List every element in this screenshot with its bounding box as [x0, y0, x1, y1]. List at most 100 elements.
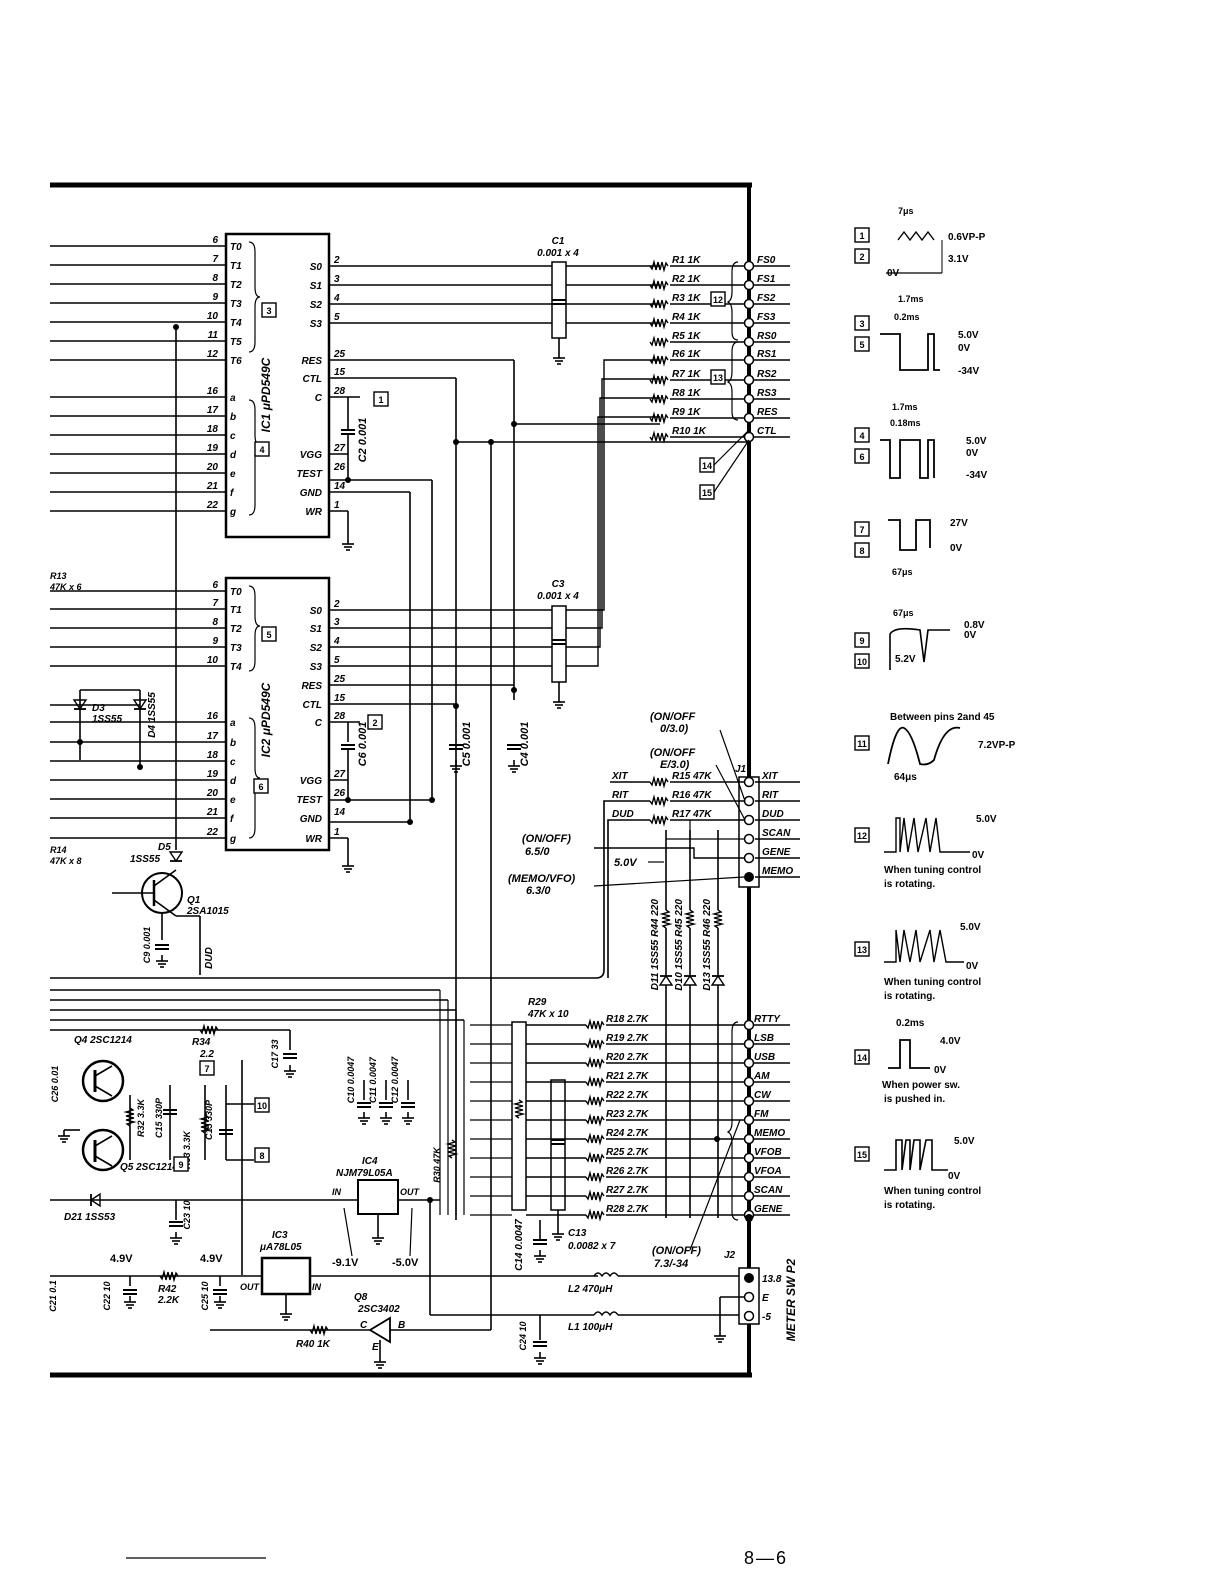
resistor-label-r3: R3 1K — [672, 293, 701, 304]
ic1-pin-number: 6 — [212, 235, 218, 246]
marker-5: 5 — [266, 630, 271, 640]
j2-pin-label: -5 — [762, 1312, 771, 1323]
ic2-pin-number: 27 — [333, 769, 346, 780]
wave-label: 0.6VP-P — [948, 232, 986, 243]
resistor-r30 — [445, 1139, 459, 1159]
r40-label: R40 1K — [296, 1339, 331, 1350]
d21-label: D21 1SS53 — [64, 1212, 116, 1223]
note-onoff: 0/3.0) — [660, 723, 688, 735]
ic2-pin-name: VGG — [300, 776, 322, 787]
ic1-pin-name: WR — [305, 507, 322, 518]
c6-label: C6 0.001 — [357, 722, 369, 767]
d4-label: D4 1SS55 — [147, 692, 158, 738]
connector-pin — [743, 1114, 755, 1126]
c10-label: C10 0.0047 — [346, 1056, 356, 1104]
note-onoff: 7.3/-34 — [654, 1258, 688, 1270]
wave-label: -34V — [966, 470, 987, 481]
j1-label-rit: RIT — [762, 790, 779, 801]
ic2-pin-name: RES — [301, 681, 322, 692]
ic2-pin-number: 26 — [333, 788, 346, 799]
resistor-label-r6: R6 1K — [672, 349, 701, 360]
connector-pin — [743, 1190, 755, 1202]
connector-label-cw: CW — [754, 1090, 772, 1101]
junction-dot — [714, 1136, 720, 1142]
resistor-label-r15: R15 47K — [672, 771, 712, 782]
q8-ref: Q8 — [354, 1292, 368, 1303]
wave-label: Between pins 2and 45 — [890, 712, 995, 723]
note-onoff: E/3.0) — [660, 759, 690, 771]
j1-label-memo: MEMO — [762, 866, 793, 877]
c11-label: C11 0.0047 — [368, 1056, 378, 1103]
marker-11: 11 — [857, 739, 867, 749]
note-memovfo: (MEMO/VFO) — [508, 873, 576, 885]
mid-label: RIT — [612, 790, 629, 801]
wave-note: is rotating. — [884, 991, 935, 1002]
ic2-pin-name: d — [230, 776, 237, 787]
ic2-pin-name: T4 — [230, 662, 242, 673]
ic2-pin-number: 14 — [334, 807, 346, 818]
q8-b: B — [398, 1320, 405, 1331]
ic2-pin-name: a — [230, 718, 236, 729]
ic1-pin-number: 14 — [334, 481, 346, 492]
wave-label: 5.0V — [954, 1136, 975, 1147]
resistor-label-r17: R17 47K — [672, 809, 712, 820]
diode-d21 — [89, 1192, 101, 1208]
marker-14 — [854, 1049, 870, 1065]
connector-pin — [743, 776, 755, 788]
mid-label: XIT — [611, 771, 628, 782]
wave-note: is rotating. — [884, 1200, 935, 1211]
diode-d4 — [132, 699, 148, 711]
q8-c: C — [360, 1320, 368, 1331]
connector-rs3 — [743, 393, 755, 405]
resistor-label-r19: R19 2.7K — [606, 1033, 649, 1044]
r42-value: 2.2K — [157, 1295, 180, 1306]
connector-label-rs0: RS0 — [757, 331, 777, 342]
marker-9 — [173, 1156, 189, 1172]
resistor-label-r21: R21 2.7K — [606, 1071, 649, 1082]
connector-pin — [743, 833, 755, 845]
j2-label: METER SW P2 — [784, 1258, 798, 1341]
pointer — [343, 1207, 353, 1257]
marker-10: 10 — [857, 657, 867, 667]
note-memovfo: 6.3/0 — [526, 885, 551, 897]
ic2-pin-name: T3 — [230, 643, 242, 654]
connector-pin — [743, 795, 755, 807]
ic2-pin-number: 2 — [333, 599, 340, 610]
j1-label-dud: DUD — [762, 809, 784, 820]
connector-label-fs0: FS0 — [757, 255, 776, 266]
marker-15 — [854, 1146, 870, 1162]
c24-label: C24 10 — [518, 1321, 528, 1350]
ic1-pin-name: RES — [301, 356, 322, 367]
resistor-r8 — [649, 392, 669, 406]
c15-label: C15 330P — [154, 1097, 164, 1138]
resistor-r32 — [123, 1107, 137, 1127]
r29-pack — [511, 1021, 527, 1211]
wave-label: -34V — [958, 366, 979, 377]
waveform — [889, 627, 950, 670]
wave-label: 0V — [887, 268, 900, 279]
connector-fs3 — [743, 317, 755, 329]
ic2-pin-name: C — [315, 718, 323, 729]
resistor-label-r7: R7 1K — [672, 369, 701, 380]
dud-route — [607, 819, 610, 978]
resistor-r10 — [649, 430, 669, 444]
note-5v: 5.0V — [614, 857, 638, 869]
ic2-pin-name: T1 — [230, 605, 242, 616]
j2-ref: J2 — [724, 1250, 736, 1261]
ic1-pin-name: T5 — [230, 337, 242, 348]
j1-label-gene: GENE — [762, 847, 791, 858]
resistor-label-r4: R4 1K — [672, 312, 701, 323]
top-brace — [726, 341, 739, 421]
marker-2 — [854, 248, 870, 264]
top-brace — [726, 261, 739, 341]
resistor-r25 — [585, 1151, 605, 1165]
ic2-pin-number: 28 — [333, 711, 346, 722]
resistor-r15 — [649, 775, 669, 789]
pointer — [719, 729, 746, 802]
marker-6: 6 — [258, 782, 263, 792]
ic2-pin-name: T2 — [230, 624, 242, 635]
r29-value: 47K x 10 — [527, 1009, 569, 1020]
resistor-r46 — [711, 909, 725, 929]
dud-label: DUD — [204, 947, 215, 969]
d3-ref: D3 — [92, 703, 105, 714]
